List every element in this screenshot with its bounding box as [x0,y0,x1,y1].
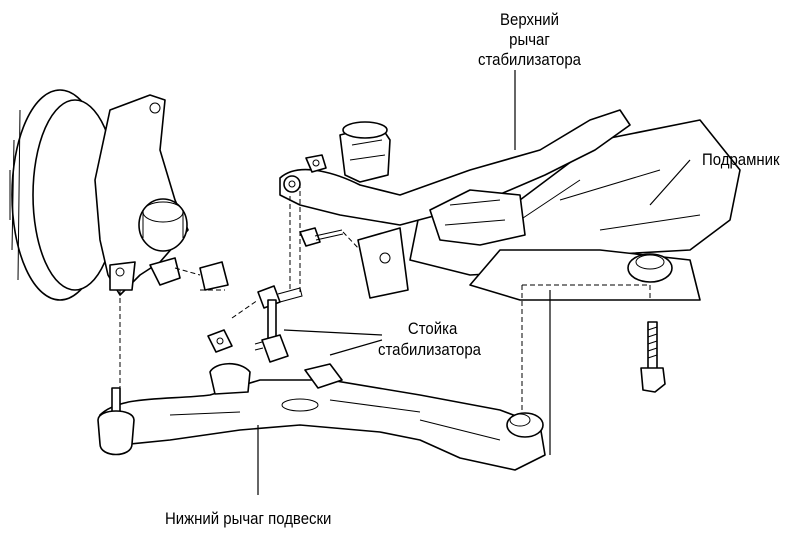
upper-stabilizer-arm-line-1: Верхний [500,10,559,29]
upper-stabilizer-arm-label: Верхний рычаг стабилизатора [478,10,581,70]
link-lower-nut [207,329,233,353]
lower-arm-drawing [99,290,551,471]
knuckle-hub-drawing [9,89,229,390]
stabilizer-link-drawing [231,180,303,363]
stabilizer-bracket [357,227,409,299]
subframe-bolt [640,321,666,393]
stabilizer-link-line-2: стабилизатора [378,340,482,359]
stabilizer-link-line-1: Стойка [407,319,458,338]
lower-control-arm-label: Нижний рычаг подвески [165,509,332,528]
leader-lines [257,70,691,495]
ball-joint-drawing [97,387,135,456]
upper-stabilizer-arm-line-2: рычаг [509,30,550,49]
upper-fasteners [289,154,361,290]
upper-stabilizer-arm-line-3: стабилизатора [478,50,582,69]
stabilizer-link-label: Стойка стабилизатора [378,318,481,360]
stabilizer-bar-drawing [279,109,631,246]
subframe-label: Подрамник [702,150,780,169]
